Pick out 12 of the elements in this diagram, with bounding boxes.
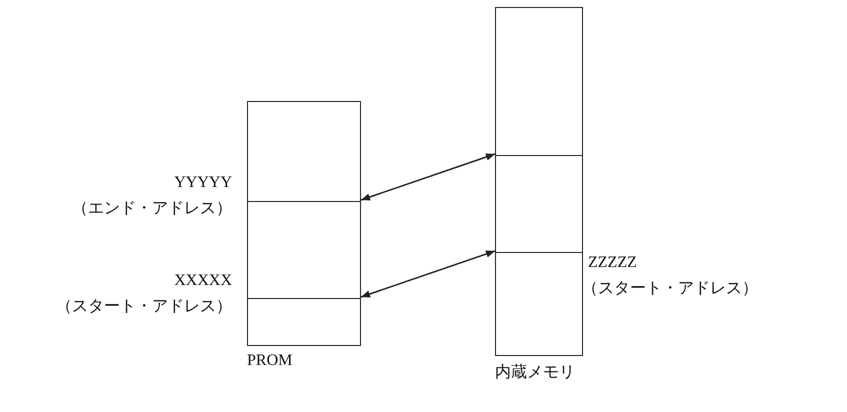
double-arrow xyxy=(360,250,496,298)
address-note: （スタート・アドレス） xyxy=(56,297,232,317)
memory-map-box xyxy=(495,7,583,356)
address-note: （スタート・アドレス） xyxy=(582,279,758,299)
double-arrow xyxy=(360,153,496,201)
address-label: XXXXX xyxy=(174,272,232,290)
address-label: YYYYY xyxy=(174,174,232,192)
address-note: （エンド・アドレス） xyxy=(72,199,232,219)
box-caption: PROM xyxy=(247,352,292,370)
box-caption: 内蔵メモリ xyxy=(495,362,575,383)
memory-map-box xyxy=(247,101,361,346)
address-label: ZZZZZ xyxy=(588,254,637,272)
